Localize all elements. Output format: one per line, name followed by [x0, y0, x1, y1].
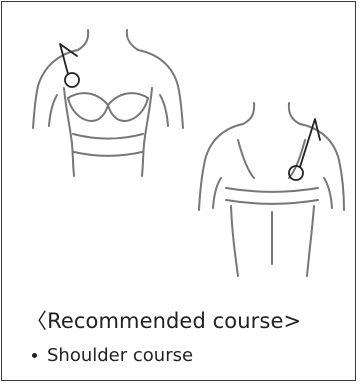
body-illustration: [2, 2, 357, 302]
bullet-icon: [32, 353, 37, 358]
recommended-course-heading: 〈Recommended course>: [26, 305, 301, 335]
front-marker-circle: [65, 73, 79, 87]
back-torso-figure: [199, 103, 344, 276]
front-torso-figure: [33, 30, 183, 176]
list-item: Shoulder course: [26, 345, 193, 366]
course-item-label: Shoulder course: [47, 345, 193, 366]
course-list: Shoulder course: [26, 345, 193, 366]
front-marker-pointer: [60, 44, 77, 74]
